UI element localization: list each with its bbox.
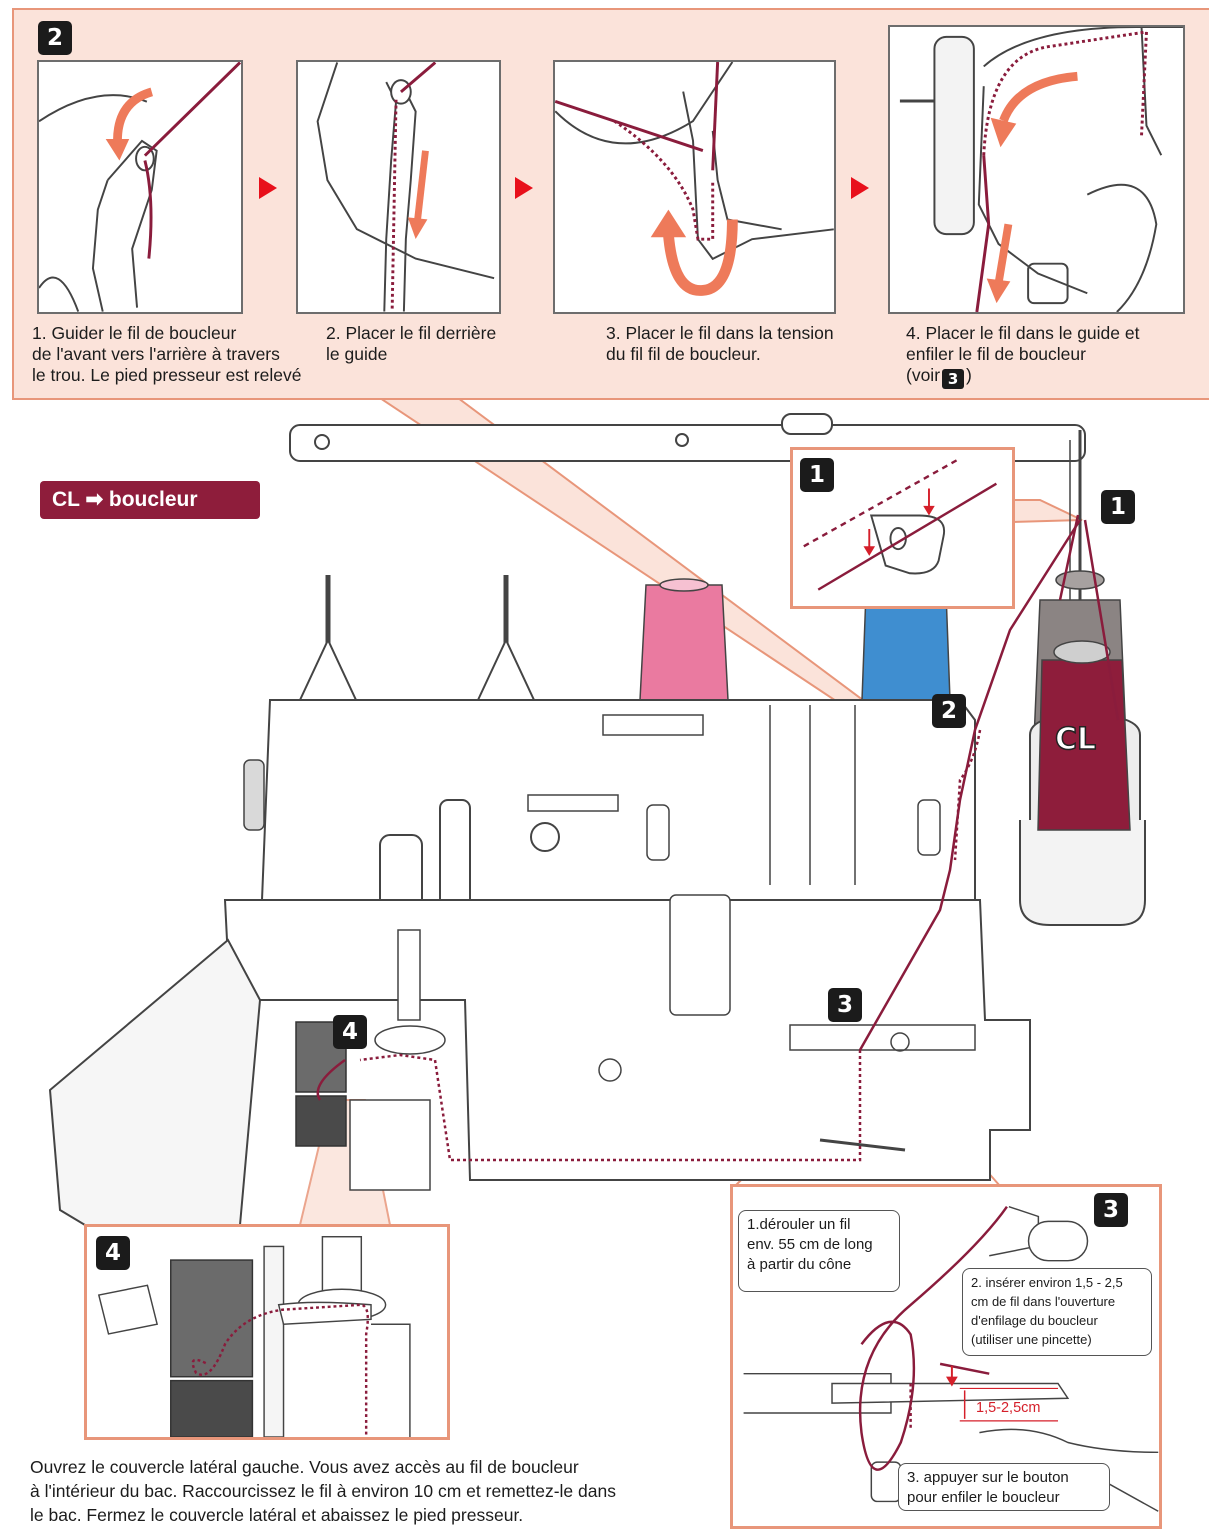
step-2-illustration <box>296 60 501 314</box>
detail-4-badge: 4 <box>96 1236 130 1270</box>
step-4-illustration <box>888 25 1185 314</box>
step-1-illustration <box>37 60 243 314</box>
machine-badge-1-guide: 1 <box>1101 490 1135 524</box>
step-3-illustration <box>553 60 836 314</box>
machine-badge-3-looper: 3 <box>828 988 862 1022</box>
cl-looper-tag: CL ➡ boucleur <box>40 481 260 519</box>
step-4-caption-prefix: (voir <box>906 365 941 385</box>
compartment-instruction: Ouvrez le couvercle latéral gauche. Vous… <box>30 1457 616 1525</box>
cl-spool-label: CL <box>1054 721 1097 758</box>
step-4-caption: 4. Placer le fil dans le guide et enfile… <box>906 323 1196 389</box>
detail-3-callout-press-button: 3. appuyer sur le bouton pour enfiler le… <box>898 1463 1110 1511</box>
step-3-caption: 3. Placer le fil dans la tension du fil … <box>606 323 834 364</box>
detail-3-callout-unwind: 1.dérouler un fil env. 55 cm de long à p… <box>738 1210 900 1292</box>
step-1-caption: 1. Guider le fil de boucleur de l'avant … <box>32 323 302 385</box>
step-arrow-1 <box>259 177 277 199</box>
step-2-caption: 2. Placer le fil derrière le guide <box>326 323 497 364</box>
detail-3-badge: 3 <box>1094 1193 1128 1227</box>
step-4-caption-line1: 4. Placer le fil dans le guide et <box>906 323 1140 343</box>
step-arrow-2 <box>515 177 533 199</box>
detail-3-measure-label: 1,5-2,5cm <box>976 1400 1041 1416</box>
machine-badge-4-compartment: 4 <box>333 1015 367 1049</box>
step-4-caption-line2: enfiler le fil de boucleur <box>906 344 1086 364</box>
detail-4-looper-compartment <box>84 1224 450 1440</box>
step-arrow-3 <box>851 177 869 199</box>
step-4-caption-suffix: ) <box>966 365 972 385</box>
step-4-caption-badge: 3 <box>942 369 965 389</box>
detail-1-badge: 1 <box>800 458 834 492</box>
step-badge-2: 2 <box>38 21 72 55</box>
machine-badge-2-tension: 2 <box>932 694 966 728</box>
detail-3-callout-insert: 2. insérer environ 1,5 - 2,5 cm de fil d… <box>962 1268 1152 1356</box>
